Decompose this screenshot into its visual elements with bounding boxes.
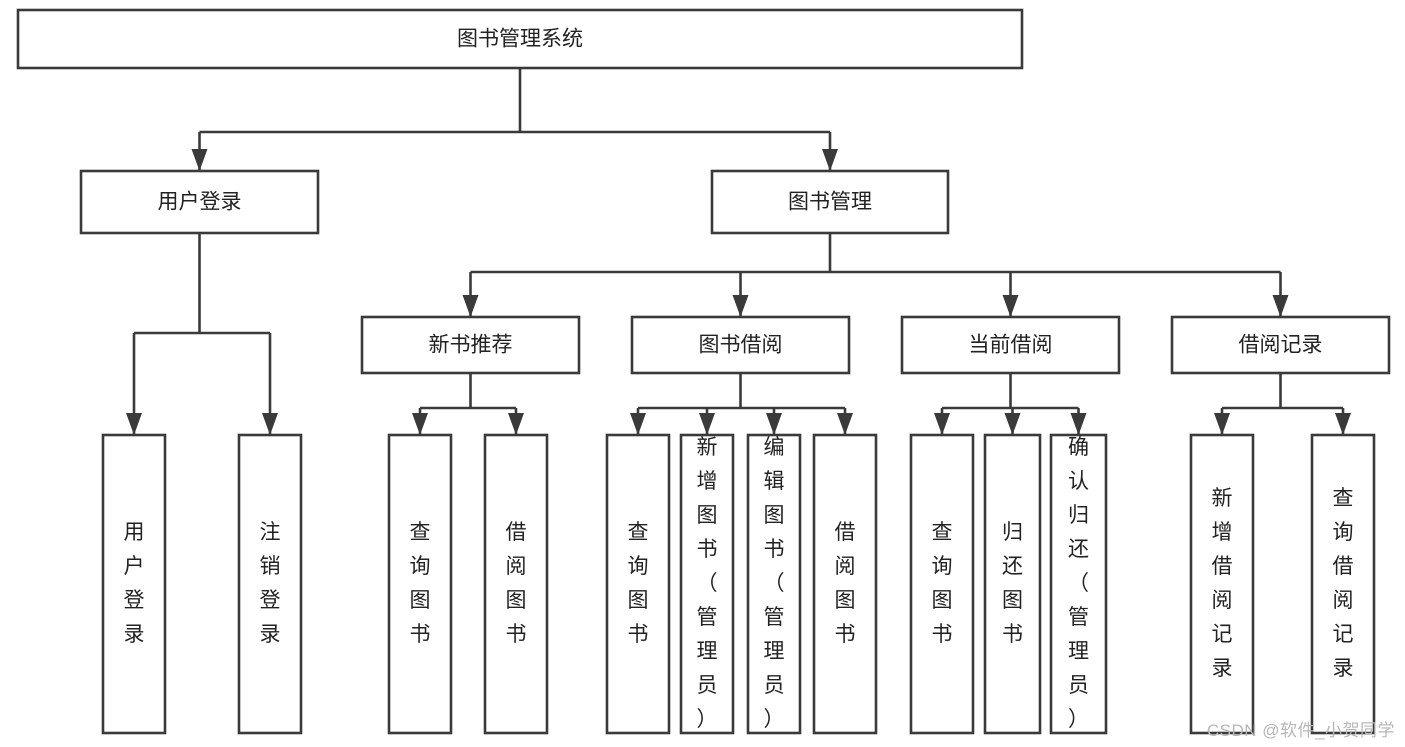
arrow-icon-leaf-query-record xyxy=(1335,413,1351,435)
node-borrow-record[interactable]: 借阅记录 xyxy=(1170,315,1391,375)
node-box-leaf-confirm-return[interactable] xyxy=(1049,433,1108,735)
node-label-leaf-add-book: 新增图书（管理员） xyxy=(697,436,718,731)
arrow-icon-leaf-query-book-1 xyxy=(412,413,428,435)
node-box-leaf-add-record[interactable] xyxy=(1189,433,1255,735)
node-label-leaf-edit-book: 编辑图书（管理员） xyxy=(764,436,785,731)
node-box-leaf-user-login[interactable] xyxy=(101,433,167,735)
arrow-icon-book-borrow xyxy=(732,295,749,317)
arrow-icon-leaf-query-book-2 xyxy=(630,413,646,435)
node-label-leaf-query-book-3: 查询图书 xyxy=(932,521,953,646)
node-leaf-borrow-book-2[interactable]: 借阅图书 xyxy=(812,433,878,735)
connector-group-book-manage xyxy=(462,233,1289,317)
node-book-manage[interactable]: 图书管理 xyxy=(710,169,950,235)
node-label-current-borrow: 当前借阅 xyxy=(969,334,1053,357)
node-label-leaf-query-book-2: 查询图书 xyxy=(628,521,649,646)
node-user-login[interactable]: 用户登录 xyxy=(79,169,320,235)
node-box-leaf-borrow-book-1[interactable] xyxy=(483,433,549,735)
node-label-leaf-return-book: 归还图书 xyxy=(1002,521,1023,646)
arrow-icon-current-borrow xyxy=(1002,295,1019,317)
arrow-icon-leaf-borrow-book-2 xyxy=(837,413,853,435)
arrow-icon-leaf-logout xyxy=(262,413,278,435)
node-box-book-borrow[interactable] xyxy=(630,315,851,375)
arrow-icon-leaf-user-login xyxy=(126,413,142,435)
node-root[interactable]: 图书管理系统 xyxy=(16,8,1024,70)
node-box-user-login[interactable] xyxy=(79,169,320,235)
node-box-leaf-query-record[interactable] xyxy=(1310,433,1376,735)
node-box-leaf-borrow-book-2[interactable] xyxy=(812,433,878,735)
node-label-book-borrow: 图书借阅 xyxy=(699,334,783,357)
node-label-book-manage: 图书管理 xyxy=(788,191,872,214)
node-leaf-query-record[interactable]: 查询借阅记录 xyxy=(1310,433,1376,735)
node-label-leaf-borrow-book-2: 借阅图书 xyxy=(835,521,856,646)
node-box-root[interactable] xyxy=(16,8,1024,70)
node-leaf-query-book-2[interactable]: 查询图书 xyxy=(605,433,671,735)
node-label-leaf-user-login: 用户登录 xyxy=(124,521,145,646)
node-leaf-add-book[interactable]: 新增图书（管理员） xyxy=(679,433,735,735)
nodes-layer: 图书管理系统用户登录图书管理新书推荐图书借阅当前借阅借阅记录用户登录注销登录查询… xyxy=(16,8,1391,735)
node-box-new-book-rec[interactable] xyxy=(360,315,581,375)
node-leaf-user-login[interactable]: 用户登录 xyxy=(101,433,167,735)
node-box-leaf-logout[interactable] xyxy=(237,433,303,735)
connector-group-root xyxy=(191,68,838,171)
arrow-icon-leaf-add-record xyxy=(1214,413,1230,435)
node-leaf-borrow-book-1[interactable]: 借阅图书 xyxy=(483,433,549,735)
arrow-icon-user-login xyxy=(191,149,208,171)
node-leaf-return-book[interactable]: 归还图书 xyxy=(983,433,1042,735)
node-box-leaf-query-book-2[interactable] xyxy=(605,433,671,735)
connector-group-user-login xyxy=(126,233,278,435)
arrow-icon-borrow-record xyxy=(1272,295,1289,317)
node-leaf-add-record[interactable]: 新增借阅记录 xyxy=(1189,433,1255,735)
node-leaf-query-book-1[interactable]: 查询图书 xyxy=(387,433,453,735)
node-box-book-manage[interactable] xyxy=(710,169,950,235)
node-label-borrow-record: 借阅记录 xyxy=(1239,334,1323,357)
node-box-borrow-record[interactable] xyxy=(1170,315,1391,375)
node-leaf-confirm-return[interactable]: 确认归还（管理员） xyxy=(1049,433,1108,735)
node-label-leaf-logout: 注销登录 xyxy=(260,521,281,646)
connector-group-book-borrow xyxy=(630,373,853,435)
node-label-root: 图书管理系统 xyxy=(457,28,583,51)
node-book-borrow[interactable]: 图书借阅 xyxy=(630,315,851,375)
node-box-leaf-add-book[interactable] xyxy=(679,433,735,735)
node-box-leaf-query-book-1[interactable] xyxy=(387,433,453,735)
node-new-book-rec[interactable]: 新书推荐 xyxy=(360,315,581,375)
node-label-user-login: 用户登录 xyxy=(158,191,242,214)
node-label-new-book-rec: 新书推荐 xyxy=(429,334,513,357)
node-box-leaf-return-book[interactable] xyxy=(983,433,1042,735)
connector-group-new-book-rec xyxy=(412,373,524,435)
node-current-borrow[interactable]: 当前借阅 xyxy=(900,315,1121,375)
node-leaf-edit-book[interactable]: 编辑图书（管理员） xyxy=(746,433,802,735)
arrow-icon-leaf-edit-book xyxy=(766,413,782,435)
arrow-icon-leaf-confirm-return xyxy=(1070,413,1087,435)
node-box-leaf-edit-book[interactable] xyxy=(746,433,802,735)
arrow-icon-leaf-borrow-book-1 xyxy=(508,413,524,435)
arrow-icon-leaf-add-book xyxy=(699,413,715,435)
connectors-layer xyxy=(126,68,1351,435)
node-leaf-query-book-3[interactable]: 查询图书 xyxy=(909,433,975,735)
node-box-leaf-query-book-3[interactable] xyxy=(909,433,975,735)
node-label-leaf-borrow-book-1: 借阅图书 xyxy=(506,521,527,646)
arrow-icon-new-book-rec xyxy=(462,295,479,317)
arrow-icon-leaf-query-book-3 xyxy=(934,413,950,435)
arrow-icon-leaf-return-book xyxy=(1004,413,1021,435)
connector-group-borrow-record xyxy=(1214,373,1351,435)
arrow-icon-book-manage xyxy=(822,149,838,171)
node-label-leaf-query-record: 查询借阅记录 xyxy=(1333,487,1354,680)
connector-group-current-borrow xyxy=(934,373,1087,435)
node-leaf-logout[interactable]: 注销登录 xyxy=(237,433,303,735)
node-box-current-borrow[interactable] xyxy=(900,315,1121,375)
node-label-leaf-add-record: 新增借阅记录 xyxy=(1212,487,1233,680)
node-label-leaf-query-book-1: 查询图书 xyxy=(410,521,431,646)
node-label-leaf-confirm-return: 确认归还（管理员） xyxy=(1068,436,1089,731)
